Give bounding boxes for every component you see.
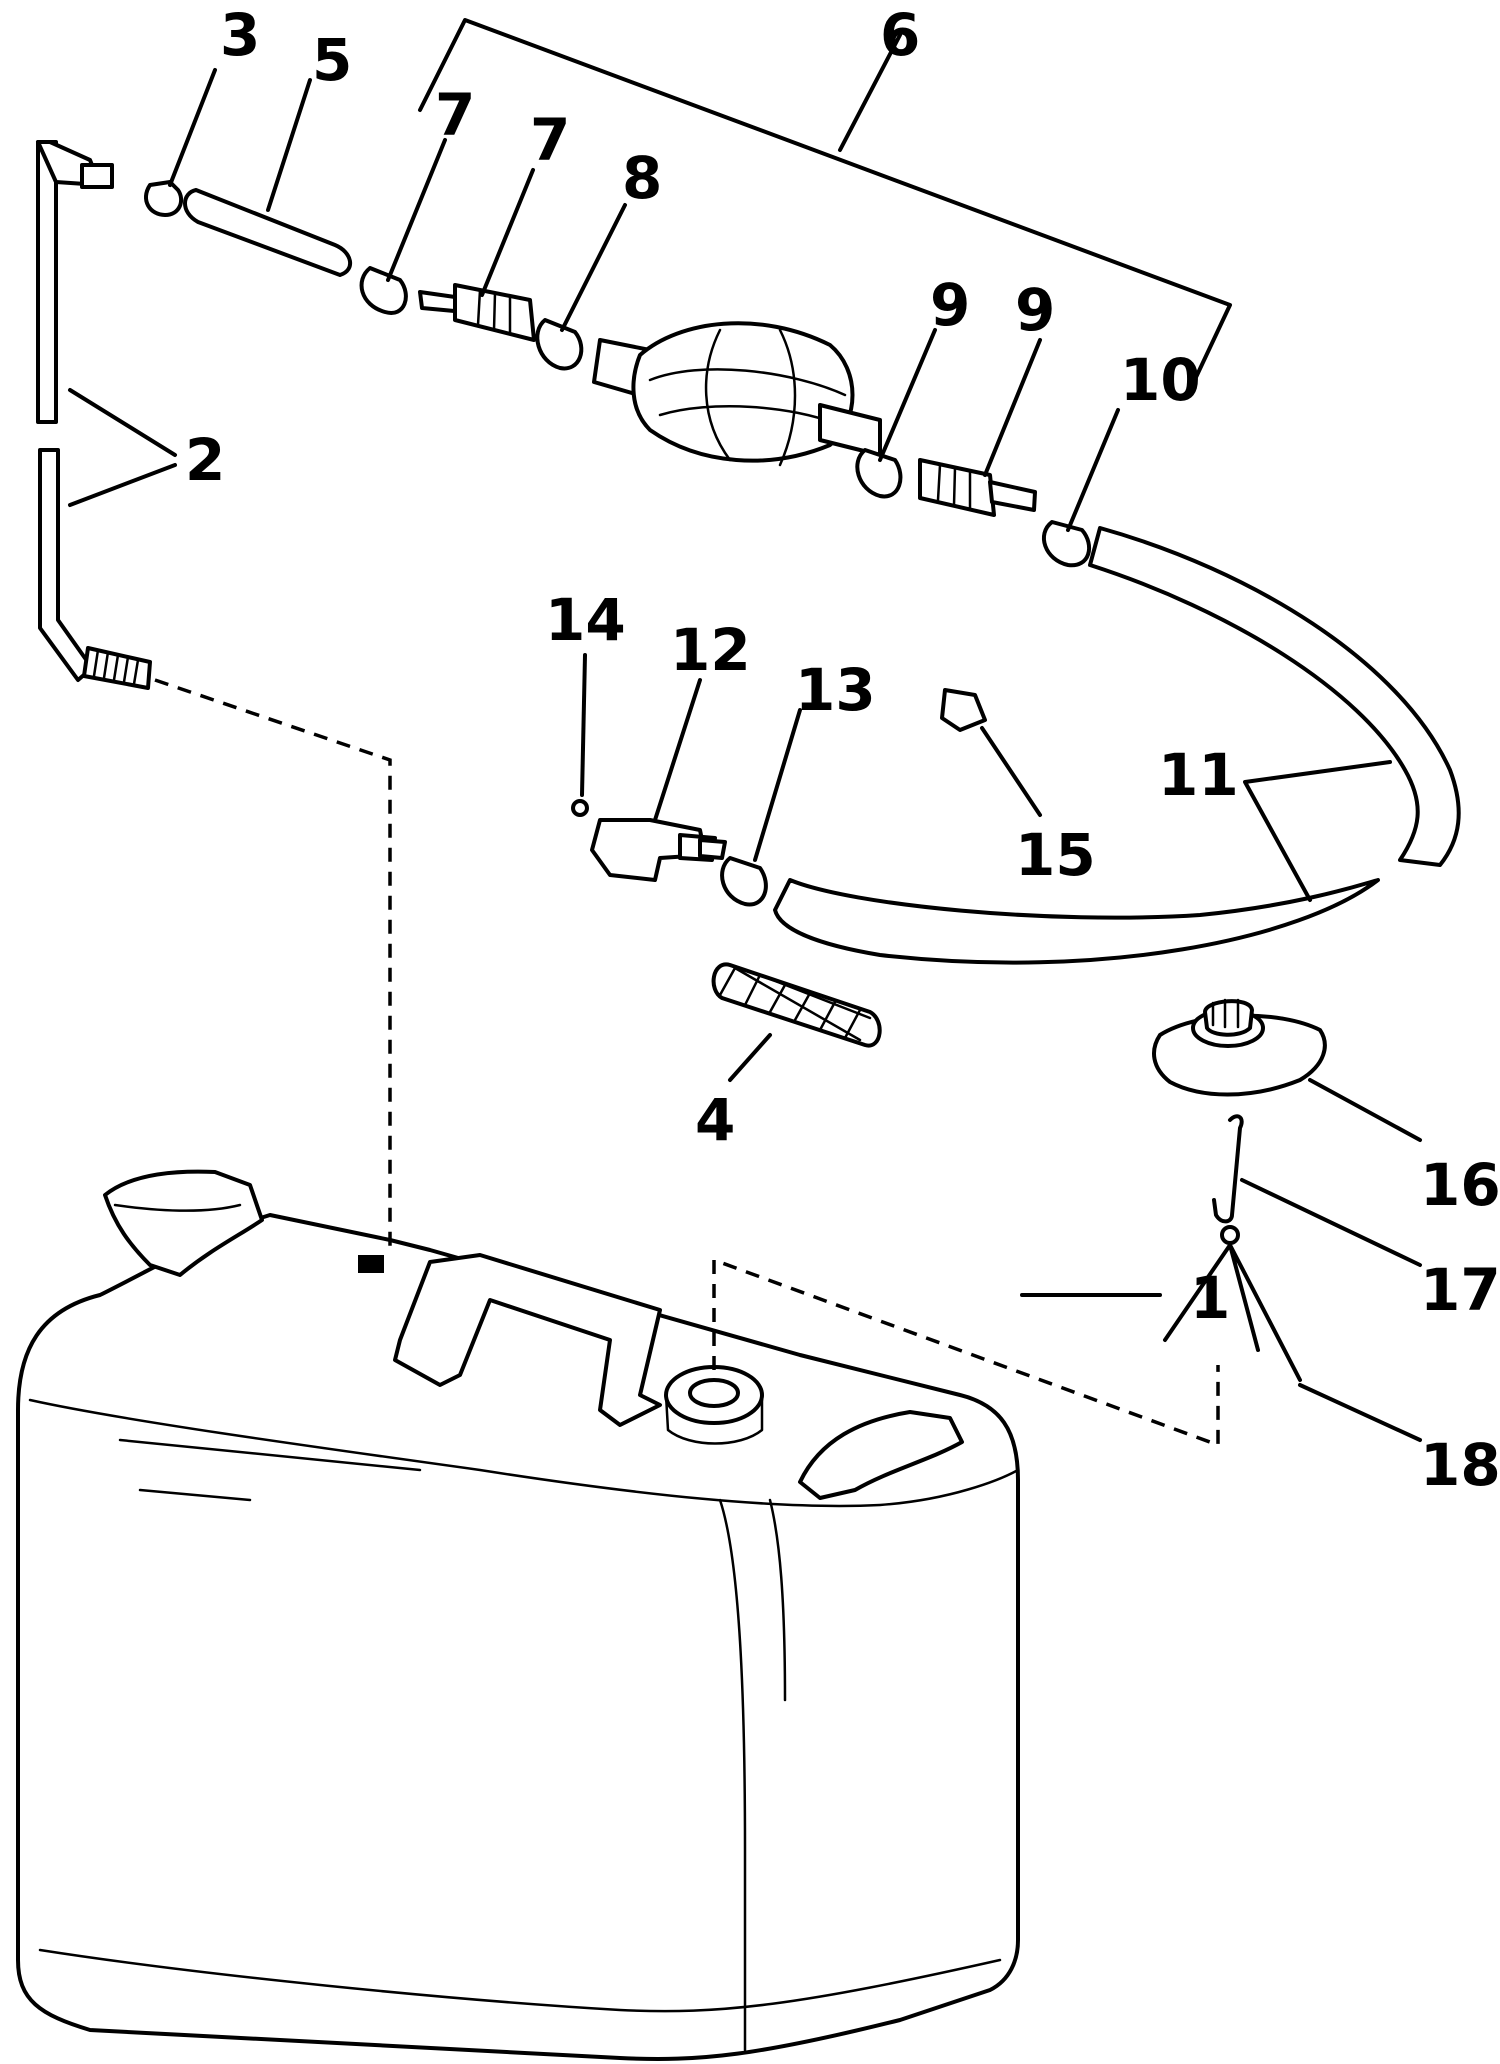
cap-guide-line (712, 1257, 1220, 1448)
hose-clamp-9b (855, 448, 903, 499)
callout-7b: 10 (1120, 346, 1201, 414)
callout-2: 2 (185, 426, 225, 494)
pickup-tube (36, 140, 152, 690)
pickup-guide-line (154, 678, 392, 1250)
callout-6: 6 (880, 1, 920, 69)
callout-11: 11 (1158, 741, 1239, 809)
callout-1: 1 (1190, 1264, 1230, 1332)
callout-5: 5 (312, 26, 352, 94)
spring-clip-18 (1163, 1225, 1302, 1382)
hose-clamp-9a (535, 318, 584, 371)
callout-18: 18 (1420, 1431, 1500, 1499)
hook-17 (1212, 1114, 1244, 1224)
callout-8: 7 (530, 106, 570, 174)
hose-clamp-3 (144, 180, 184, 217)
primer-bulb (592, 321, 882, 467)
callout-13: 13 (795, 656, 876, 724)
connector-8 (418, 283, 536, 342)
callout-4: 4 (695, 1086, 735, 1154)
callout-17: 17 (1420, 1256, 1500, 1324)
leader-lines (68, 18, 1422, 1442)
filter-4 (711, 962, 882, 1048)
hose-clamp-13 (720, 856, 768, 907)
o-ring-14 (571, 799, 589, 817)
callout-16: 16 (1420, 1151, 1500, 1219)
callout-7a: 7 (435, 81, 475, 149)
hose-11 (773, 526, 1461, 965)
callout-9b: 9 (930, 271, 970, 339)
clamp-15 (940, 688, 987, 732)
callouts: 1 2 3 4 5 6 7 7 8 9 9 10 11 12 13 14 15 … (185, 1, 1500, 1499)
filler-cap-16 (1152, 998, 1327, 1097)
hose-clamp-7b (1041, 520, 1092, 568)
callout-9a: 8 (622, 144, 662, 212)
hose-5 (183, 188, 352, 277)
fuel-connector-12 (590, 818, 727, 882)
callout-15: 15 (1015, 821, 1096, 889)
callout-12: 12 (670, 616, 751, 684)
hose-clamp-7a (359, 266, 408, 315)
callout-14: 14 (545, 586, 626, 654)
fuel-tank (16, 1169, 1020, 2061)
callout-3: 3 (220, 1, 260, 69)
connector-10 (918, 458, 1037, 517)
callout-10: 9 (1015, 276, 1055, 344)
